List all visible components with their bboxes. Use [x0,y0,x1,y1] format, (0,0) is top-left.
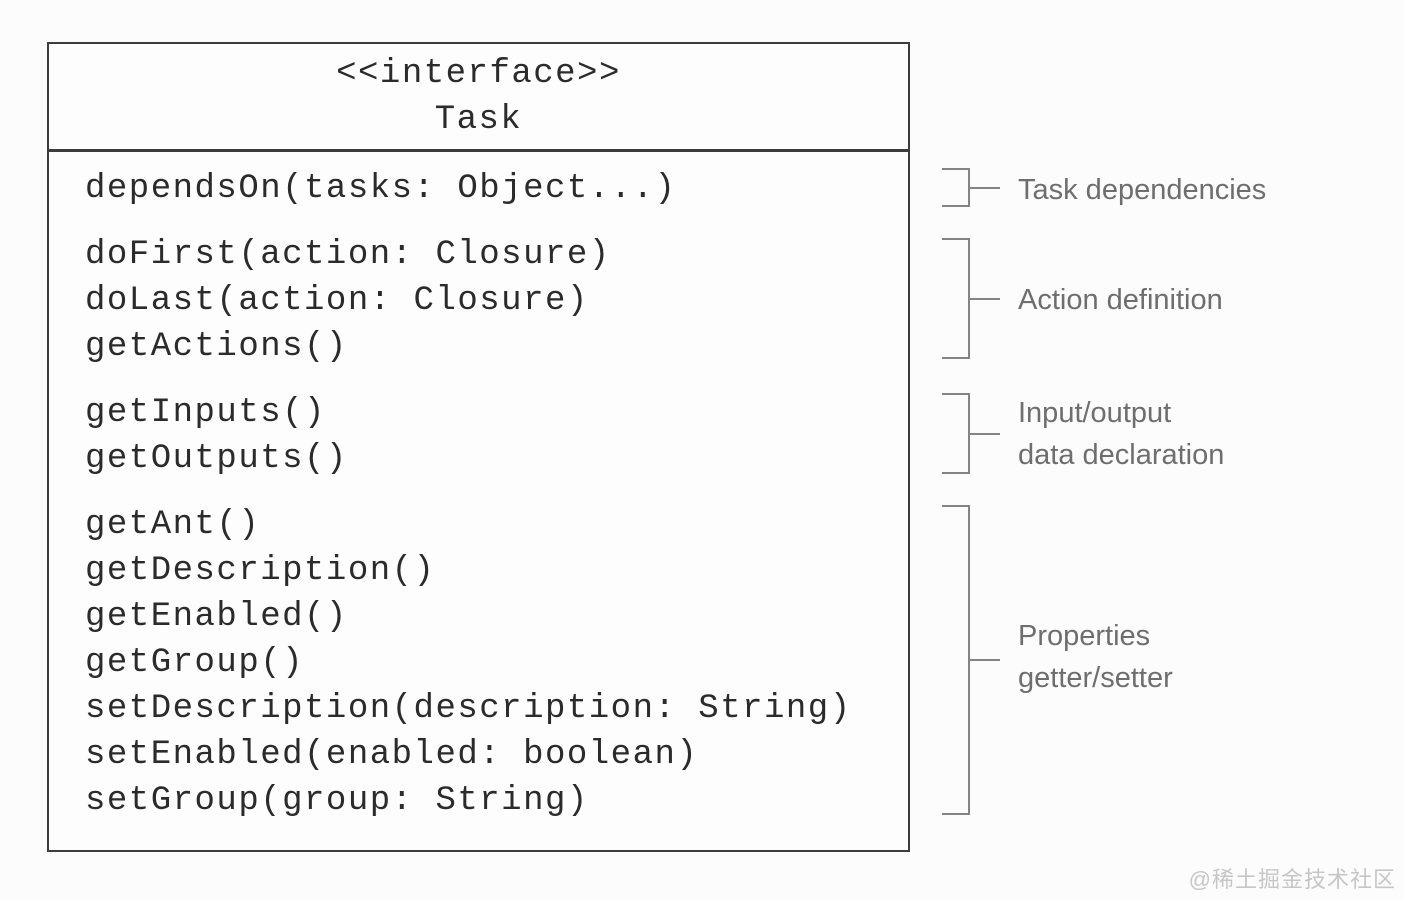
method-setGroup: setGroup(group: String) [85,782,589,820]
bracket-input-output [942,393,1000,474]
method-getInputs: getInputs() [85,394,326,432]
bracket-tick [968,297,1000,300]
annotation-line: Task dependencies [1018,174,1267,206]
annotation-properties: Properties getter/setter [1018,615,1173,699]
bracket-action-definition [942,238,1000,359]
method-getGroup: getGroup() [85,644,305,682]
method-list: dependsOn(tasks: Object...) doFirst(acti… [49,152,908,824]
bracket-task-dependencies [942,168,1000,207]
method-getDescription: getDescription() [85,552,436,590]
annotation-line: Input/output [1018,397,1172,429]
annotation-task-dependencies: Task dependencies [1018,169,1266,211]
bracket-properties [942,505,1000,815]
method-dependsOn: dependsOn(tasks: Object...) [85,170,677,208]
bracket-tick [968,659,1000,661]
method-setEnabled: setEnabled(enabled: boolean) [85,736,699,774]
method-getOutputs: getOutputs() [85,440,348,478]
method-getAnt: getAnt() [85,506,261,544]
annotation-input-output: Input/output data declaration [1018,392,1224,476]
annotation-action-definition: Action definition [1018,279,1223,321]
annotation-line: Properties [1018,620,1151,652]
method-doFirst: doFirst(action: Closure) [85,236,611,274]
interface-box: <<interface>> Task dependsOn(tasks: Obje… [47,42,910,852]
method-group-action-definition: doFirst(action: Closure) doLast(action: … [85,232,908,370]
bracket-tick [968,186,1000,189]
method-group-input-output: getInputs() getOutputs() [85,390,908,482]
method-group-properties: getAnt() getDescription() getEnabled() g… [85,502,908,824]
annotation-line: Action definition [1018,284,1223,316]
method-setDescription: setDescription(description: String) [85,690,852,728]
method-doLast: doLast(action: Closure) [85,282,589,320]
interface-name: Task [434,100,523,139]
interface-header: <<interface>> Task [49,44,908,152]
method-getEnabled: getEnabled() [85,598,348,636]
stereotype-label: <<interface>> [336,54,621,93]
annotation-line: data declaration [1018,439,1225,471]
watermark: @稀土掘金技术社区 [1188,867,1396,892]
method-getActions: getActions() [85,328,348,366]
method-group-task-dependencies: dependsOn(tasks: Object...) [85,166,908,212]
bracket-tick [968,432,1000,435]
annotation-line: getter/setter [1018,662,1173,694]
